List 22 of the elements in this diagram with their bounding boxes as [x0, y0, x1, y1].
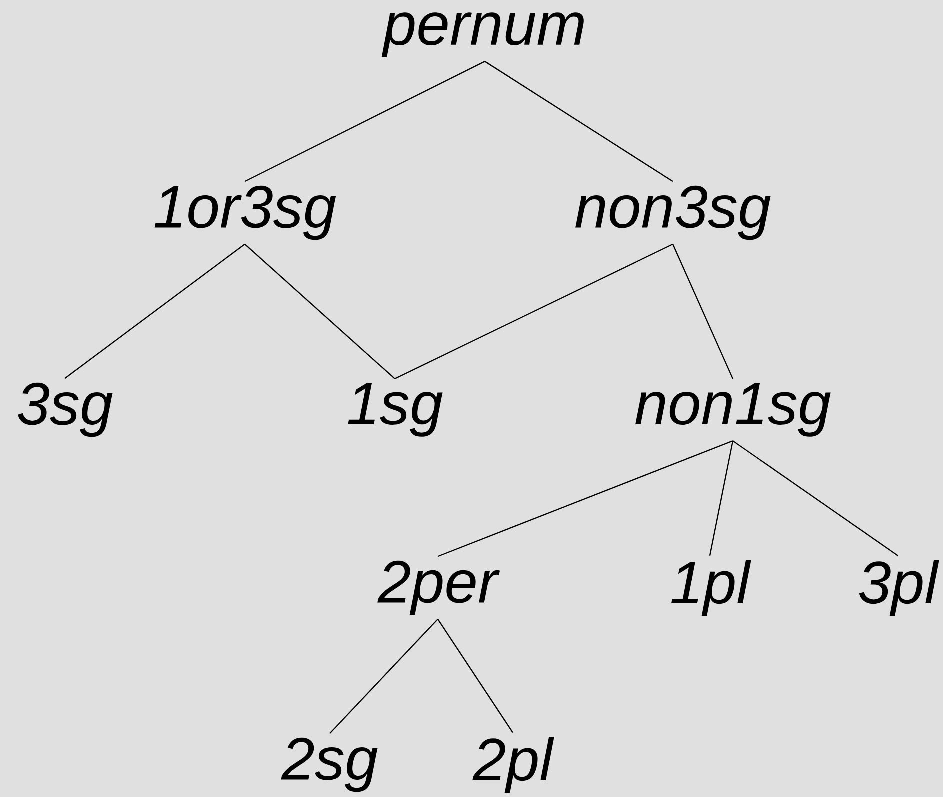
tree-label: 1sg	[348, 383, 443, 437]
tree-branch	[709, 440, 734, 556]
tree-branch	[244, 61, 486, 182]
tree-branch	[244, 244, 396, 380]
tree-label: 2pl	[472, 737, 554, 793]
tree-branch	[732, 440, 898, 556]
tree-label: 1pl	[672, 560, 752, 616]
tree-branch	[438, 440, 734, 558]
tree-label: non3sg	[576, 186, 771, 240]
tree-label: 2sg	[281, 738, 378, 792]
tree-branch	[394, 244, 674, 380]
tree-label: 3pl	[859, 560, 940, 616]
tree-branch	[438, 619, 514, 734]
tree-branch	[672, 244, 734, 380]
tree-branch	[330, 618, 438, 734]
tree-branch	[64, 244, 246, 380]
tree-label: 1or3sg	[154, 186, 336, 240]
tree-label: pernum	[382, 12, 584, 58]
tree-label: 3sg	[18, 382, 113, 438]
tree-branch	[484, 61, 674, 182]
tree-label: non1sg	[636, 383, 831, 437]
tree-label: 2per	[378, 560, 500, 616]
